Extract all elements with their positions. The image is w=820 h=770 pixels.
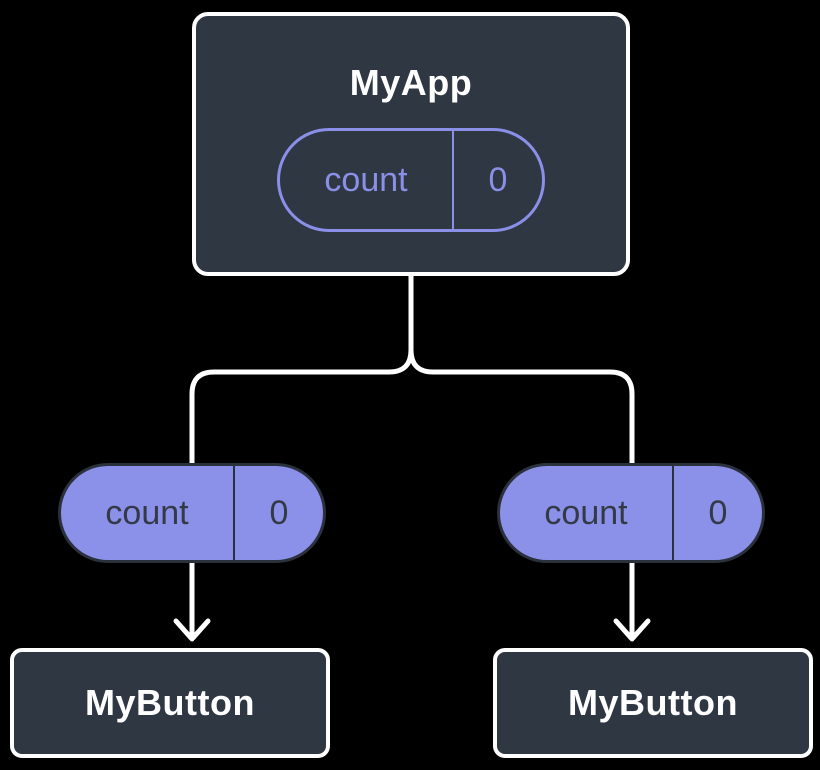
arrowhead-left-icon [173,618,211,642]
state-name-label: count [280,131,454,229]
app-node-title: MyApp [349,62,473,103]
state-value: 0 [488,160,508,199]
prop-name-label: count [61,466,235,560]
prop-value: 0 [269,493,289,532]
state-pill: count 0 [277,128,545,232]
prop-pill-right: count 0 [497,463,765,563]
app-node: MyApp count 0 [192,12,630,276]
arrowhead-right-icon [613,618,651,642]
button-node-right: MyButton [493,648,813,758]
prop-value: 0 [708,493,728,532]
branch-left-line [189,273,414,637]
button-node-left: MyButton [10,648,330,758]
prop-name-label: count [500,466,674,560]
branch-right-line [408,273,635,637]
button-node-title: MyButton [568,682,738,723]
button-node-title: MyButton [85,682,255,723]
prop-pill-left: count 0 [58,463,326,563]
